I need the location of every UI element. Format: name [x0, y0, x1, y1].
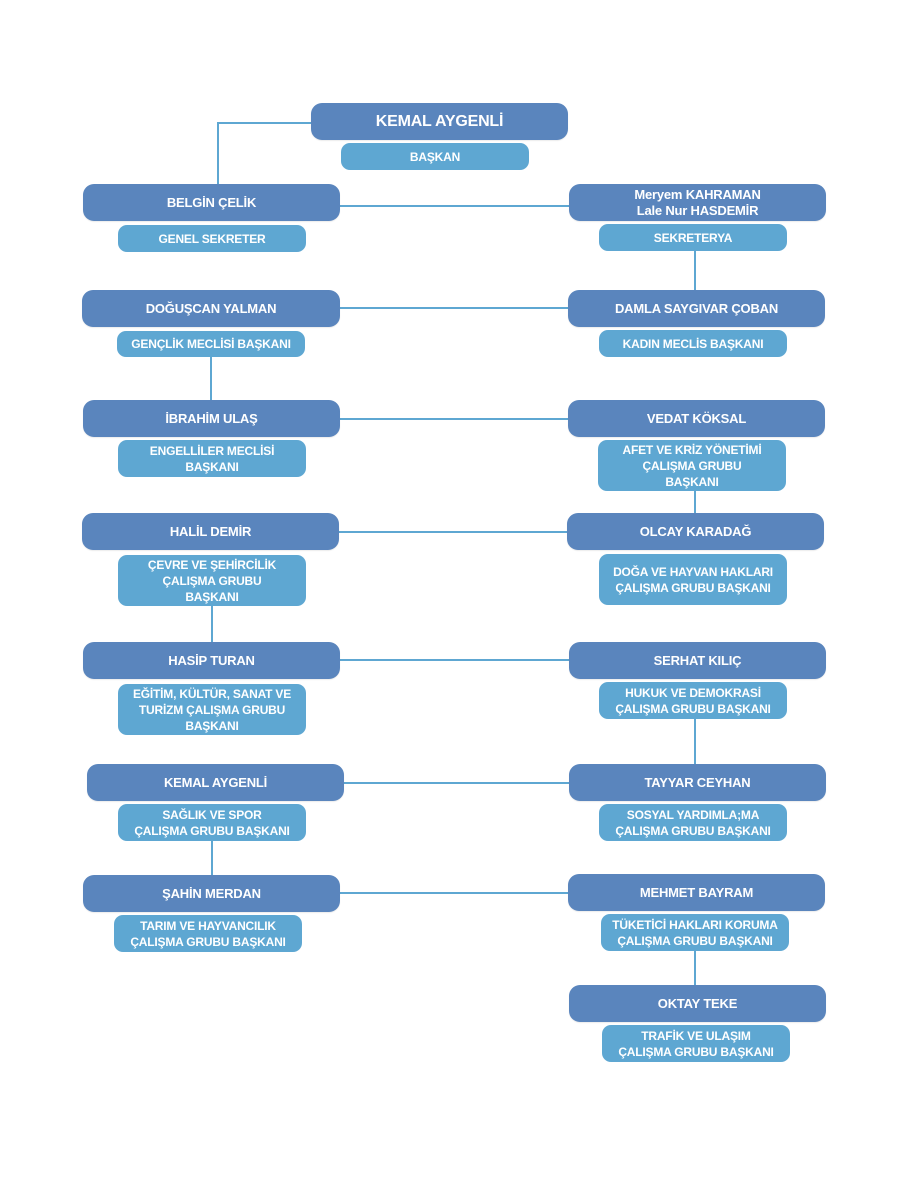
- right-name: OKTAY TEKE: [657, 996, 738, 1011]
- right-role: HUKUK VE DEMOKRASİ ÇALIŞMA GRUBU BAŞKANI: [615, 685, 771, 716]
- left-role-box: TARIM VE HAYVANCILIK ÇALIŞMA GRUBU BAŞKA…: [114, 915, 302, 952]
- left-name-box: İBRAHİM ULAŞ: [83, 400, 340, 437]
- left-name: ŞAHİN MERDAN: [162, 886, 261, 901]
- right-role: SEKRETERYA: [653, 230, 733, 245]
- left-role: ENGELLİLER MECLİSİ BAŞKANI: [149, 443, 275, 474]
- left-role: EĞİTİM, KÜLTÜR, SANAT VE TURİZM ÇALIŞMA …: [132, 686, 292, 733]
- left-name: HASİP TURAN: [168, 653, 255, 668]
- left-role: ÇEVRE VE ŞEHİRCİLİK ÇALIŞMA GRUBU BAŞKAN…: [147, 557, 277, 604]
- right-name-box: TAYYAR CEYHAN: [569, 764, 826, 801]
- left-role-box: ENGELLİLER MECLİSİ BAŞKANI: [118, 440, 306, 477]
- left-role: SAĞLIK VE SPOR ÇALIŞMA GRUBU BAŞKANI: [134, 807, 290, 838]
- right-name: DAMLA SAYGIVAR ÇOBAN: [614, 301, 779, 316]
- left-name-box: BELGİN ÇELİK: [83, 184, 340, 221]
- right-role-box: SEKRETERYA: [599, 224, 787, 251]
- right-role: KADIN MECLİS BAŞKANI: [622, 336, 764, 351]
- left-name-box: HASİP TURAN: [83, 642, 340, 679]
- left-role-box: GENÇLİK MECLİSİ BAŞKANI: [117, 331, 305, 357]
- right-name-box: SERHAT KILIÇ: [569, 642, 826, 679]
- left-name-box: KEMAL AYGENLİ: [87, 764, 344, 801]
- right-role-box: TÜKETİCİ HAKLARI KORUMA ÇALIŞMA GRUBU BA…: [601, 914, 789, 951]
- left-name: HALİL DEMİR: [169, 524, 252, 539]
- right-name-box: VEDAT KÖKSAL: [568, 400, 825, 437]
- right-name: VEDAT KÖKSAL: [646, 411, 747, 426]
- right-role: TRAFİK VE ULAŞIM ÇALIŞMA GRUBU BAŞKANI: [618, 1028, 774, 1059]
- left-role: TARIM VE HAYVANCILIK ÇALIŞMA GRUBU BAŞKA…: [130, 918, 286, 949]
- left-role-box: SAĞLIK VE SPOR ÇALIŞMA GRUBU BAŞKANI: [118, 804, 306, 841]
- left-name-box: ŞAHİN MERDAN: [83, 875, 340, 912]
- right-role-box: KADIN MECLİS BAŞKANI: [599, 330, 787, 357]
- left-role: GENEL SEKRETER: [158, 231, 266, 246]
- right-name: Meryem KAHRAMAN Lale Nur HASDEMİR: [634, 186, 761, 218]
- right-name-box: OKTAY TEKE: [569, 985, 826, 1022]
- connector-president-left: [217, 122, 311, 185]
- president-name-box: KEMAL AYGENLİ: [311, 103, 568, 140]
- left-role-box: EĞİTİM, KÜLTÜR, SANAT VE TURİZM ÇALIŞMA …: [118, 684, 306, 735]
- left-role-box: ÇEVRE VE ŞEHİRCİLİK ÇALIŞMA GRUBU BAŞKAN…: [118, 555, 306, 606]
- right-name: TAYYAR CEYHAN: [644, 775, 751, 790]
- left-name: KEMAL AYGENLİ: [163, 775, 268, 790]
- left-role-box: GENEL SEKRETER: [118, 225, 306, 252]
- right-role-box: HUKUK VE DEMOKRASİ ÇALIŞMA GRUBU BAŞKANI: [599, 682, 787, 719]
- right-name-box: OLCAY KARADAĞ: [567, 513, 824, 550]
- president-name: KEMAL AYGENLİ: [375, 112, 504, 130]
- left-name: DOĞUŞCAN YALMAN: [145, 301, 277, 316]
- left-name: İBRAHİM ULAŞ: [165, 411, 258, 426]
- left-role: GENÇLİK MECLİSİ BAŞKANI: [131, 337, 291, 351]
- right-role-box: AFET VE KRİZ YÖNETİMİ ÇALIŞMA GRUBU BAŞK…: [598, 440, 786, 491]
- left-name: BELGİN ÇELİK: [166, 195, 257, 210]
- left-name-box: HALİL DEMİR: [82, 513, 339, 550]
- right-role-box: DOĞA VE HAYVAN HAKLARI ÇALIŞMA GRUBU BAŞ…: [599, 554, 787, 605]
- right-name: MEHMET BAYRAM: [639, 885, 754, 900]
- president-role: BAŞKAN: [409, 149, 461, 164]
- president-role-box: BAŞKAN: [341, 143, 529, 170]
- right-role: TÜKETİCİ HAKLARI KORUMA ÇALIŞMA GRUBU BA…: [612, 917, 778, 948]
- right-role: AFET VE KRİZ YÖNETİMİ ÇALIŞMA GRUBU BAŞK…: [622, 442, 762, 489]
- right-role: DOĞA VE HAYVAN HAKLARI ÇALIŞMA GRUBU BAŞ…: [613, 564, 773, 595]
- right-role: SOSYAL YARDIMLA;MA ÇALIŞMA GRUBU BAŞKANI: [615, 807, 771, 838]
- right-name: SERHAT KILIÇ: [653, 653, 742, 668]
- right-name-box: Meryem KAHRAMAN Lale Nur HASDEMİR: [569, 184, 826, 221]
- right-name-box: DAMLA SAYGIVAR ÇOBAN: [568, 290, 825, 327]
- right-role-box: TRAFİK VE ULAŞIM ÇALIŞMA GRUBU BAŞKANI: [602, 1025, 790, 1062]
- right-role-box: SOSYAL YARDIMLA;MA ÇALIŞMA GRUBU BAŞKANI: [599, 804, 787, 841]
- left-name-box: DOĞUŞCAN YALMAN: [82, 290, 340, 327]
- right-name-box: MEHMET BAYRAM: [568, 874, 825, 911]
- right-name: OLCAY KARADAĞ: [639, 524, 752, 539]
